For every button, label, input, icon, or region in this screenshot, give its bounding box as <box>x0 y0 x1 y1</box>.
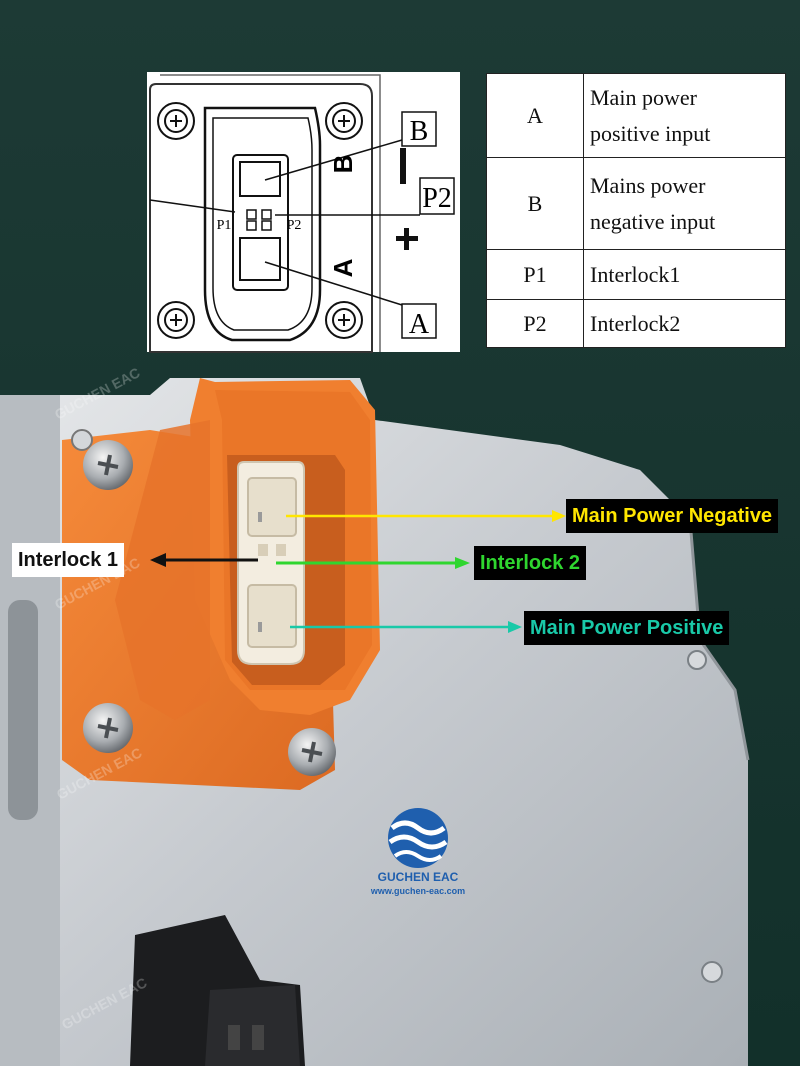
table-row: B Mains power negative input <box>486 157 786 250</box>
pin-description: Mains power negative input <box>583 157 786 250</box>
diagram-box-b-label: B <box>410 116 429 147</box>
positive-arrow-icon <box>508 621 522 633</box>
pin-description: Interlock2 <box>583 299 786 348</box>
interlock1-arrow-icon <box>150 553 166 567</box>
diagram-pin-p2-label: P2 <box>287 218 302 233</box>
diagram-box-a-label: A <box>409 309 430 340</box>
pin-definition-table: A Main power positive input B Mains power… <box>486 73 786 348</box>
pin-code: P1 <box>486 249 584 300</box>
interlock2-arrow-icon <box>455 557 470 569</box>
diagram-side-a-label: A <box>328 258 358 277</box>
connector-face-diagram: B P2 A P1 P2 B A <box>147 72 460 353</box>
pin-description: Main power positive input <box>583 73 786 158</box>
logo-name: GUCHEN EAC <box>378 870 459 884</box>
pin-description-line-2: negative input <box>590 208 716 234</box>
pin-code: B <box>486 157 584 250</box>
diagram-box-p2-label: P2 <box>422 183 452 214</box>
pin-code: A <box>486 73 584 158</box>
table-row: P1 Interlock1 <box>486 249 786 300</box>
table-row: A Main power positive input <box>486 73 786 158</box>
guchen-logo: GUCHEN EAC www.guchen-eac.com <box>370 808 465 896</box>
interlock-2-label: Interlock 2 <box>474 546 587 580</box>
pin-description-line-1: Main power <box>590 85 697 111</box>
pin-description-line-2: positive input <box>590 120 711 146</box>
callout-lines <box>150 510 566 633</box>
main-power-negative-label: Main Power Negative <box>566 499 779 533</box>
main-power-positive-label: Main Power Positive <box>524 611 730 645</box>
logo-url: www.guchen-eac.com <box>370 886 465 896</box>
diagram-side-b-label: B <box>328 155 358 174</box>
diagram-pin-p1-label: P1 <box>217 218 232 233</box>
socket-a <box>247 584 297 648</box>
pin-description: Interlock1 <box>583 249 786 300</box>
pin-description-line-1: Mains power <box>590 173 706 199</box>
interlock-1-label: Interlock 1 <box>12 543 125 577</box>
pin-code: P2 <box>486 299 584 348</box>
negative-arrow-icon <box>552 510 566 522</box>
black-connector <box>130 915 305 1066</box>
socket-b <box>247 477 297 537</box>
pin-insert <box>237 461 305 665</box>
table-row: P2 Interlock2 <box>486 299 786 348</box>
